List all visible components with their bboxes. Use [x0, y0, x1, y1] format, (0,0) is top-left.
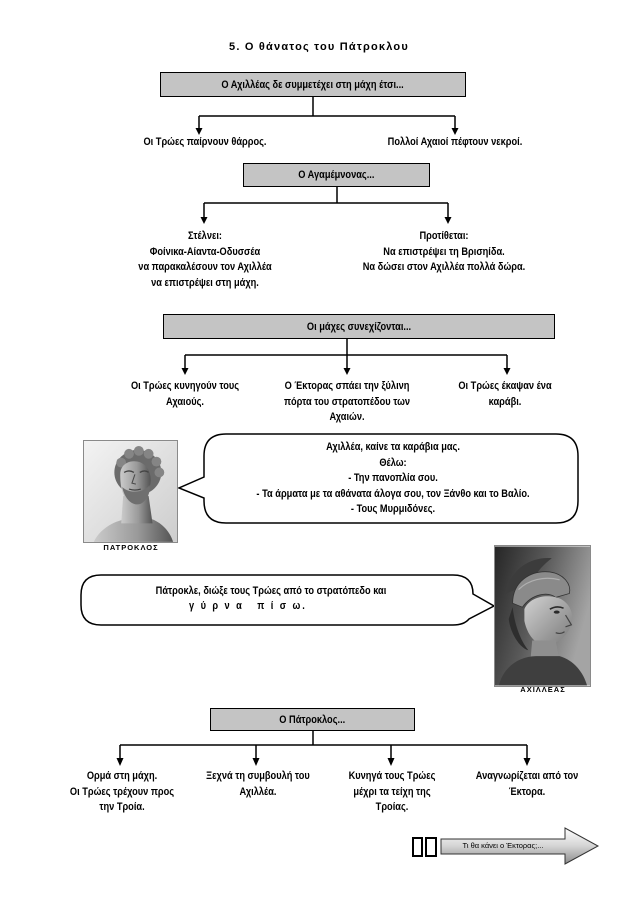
outcome-line: Κυνηγά τους Τρώες: [348, 770, 436, 782]
outcome-line: Να δώσει στον Αχιλλέα πολλά δώρα.: [362, 261, 526, 274]
speech-line: - Την πανοπλία σου.: [348, 472, 438, 485]
patroclus-bust-image: [84, 441, 177, 542]
patroclus-speech-text: Αχιλλέα, καίνε τα καράβια μας. Θέλω: - Τ…: [238, 440, 549, 518]
achilles-caption: ΑΧΙΛΛΕΑΣ: [520, 685, 566, 694]
outcome-intends: Προτίθεται: Να επιστρέψει τη Βρισηίδα. Ν…: [343, 229, 545, 276]
outcome-line: Πολλοί Αχαιοί πέφτουν νεκροί.: [387, 136, 523, 148]
achilles-painting-image: [495, 546, 590, 686]
connector-section4: [116, 731, 531, 766]
outcome-line: Αχαιούς.: [166, 395, 204, 408]
patroclus-speech-bubble: [177, 433, 579, 524]
outcome-line: Οι Τρώες τρέχουν προς: [69, 785, 175, 798]
outcome-sends-envoys: Στέλνει: Φοίνικα-Αίαντα-Οδυσσέα να παρακ…: [113, 229, 298, 291]
outcome-line: Τροίας.: [375, 801, 409, 814]
patroclus-portrait: [83, 440, 178, 543]
arrowhead: [116, 758, 124, 766]
achilles-speech-spaced-line: γ ύ ρ ν α π ί σ ω.: [189, 600, 307, 612]
arrowhead: [181, 368, 189, 375]
flow-box-label: Οι μάχες συνεχίζονται...: [306, 320, 412, 333]
flow-box-label: Ο Πάτροκλος...: [279, 713, 346, 726]
flow-box-battles-continue: Οι μάχες συνεχίζονται...: [163, 314, 555, 339]
outcome-heading: Προτίθεται:: [419, 230, 469, 242]
connector-line: [119, 731, 528, 759]
connector-line: [198, 97, 456, 129]
outcome-line: Ορμά στη μάχη.: [86, 770, 158, 782]
connector-section1: [195, 97, 459, 135]
connector-line: [184, 339, 508, 369]
speech-line: Αχιλλέα, καίνε τα καράβια μας.: [326, 441, 460, 453]
rectangle-outline: [425, 837, 437, 857]
arrowhead: [252, 758, 260, 766]
achilles-speech-text: Πάτροκλε, διώξε τους Τρώες από το στρατό…: [124, 584, 418, 600]
outcome-ship-burned: Οι Τρώες έκαψαν ένα καράβι.: [446, 379, 564, 410]
speech-line: Πάτροκλε, διώξε τους Τρώες από το στρατό…: [155, 585, 387, 597]
outcome-line: Να επιστρέψει τη Βρισηίδα.: [383, 245, 505, 258]
outcome-line: να επιστρέψει στη μάχη.: [151, 276, 259, 289]
connector-section3: [181, 339, 511, 375]
next-arrow-shape: [440, 827, 600, 865]
arrowhead: [387, 758, 395, 766]
outcome-line: Οι Τρώες κυνηγούν τους: [130, 380, 240, 392]
flow-box-achilles-absent: Ο Αχιλλέας δε συμμετέχει στη μάχη έτσι..…: [160, 72, 466, 97]
outcome-line: καράβι.: [488, 395, 522, 408]
outcome-chases-to-walls: Κυνηγά τους Τρώες μέχρι τα τείχη της Τρο…: [333, 769, 451, 816]
outcome-line: την Τροία.: [99, 801, 145, 814]
speech-line: - Τους Μυρμιδόνες.: [350, 503, 436, 516]
rectangle-outline: [412, 837, 423, 857]
arrowhead: [523, 758, 531, 766]
connector-line: [203, 187, 449, 218]
twin-rectangles-icon: [412, 837, 437, 857]
next-arrow-label: Τι θα κάνει ο Έκτορας;...: [462, 841, 544, 850]
arrowhead: [343, 368, 351, 375]
outcome-line: Φοίνικα-Αίαντα-Οδυσσέα: [149, 245, 261, 258]
outcome-line: Οι Τρώες παίρνουν θάρρος.: [143, 136, 267, 148]
arrowhead: [451, 128, 459, 135]
outcome-line: να παρακαλέσουν τον Αχιλλέα: [138, 261, 272, 274]
patroclus-caption: ΠΑΤΡΟΚΛΟΣ: [103, 543, 159, 552]
outcome-achaeans-fall: Πολλοί Αχαιοί πέφτουν νεκροί.: [371, 135, 539, 151]
achilles-portrait: [494, 545, 591, 687]
speech-line: - Τα άρματα με τα αθάνατα άλογα σου, τον…: [256, 487, 530, 500]
outcome-line: πόρτα του στρατοπέδου των: [283, 395, 411, 408]
outcome-line: Αναγνωρίζεται από τον: [475, 770, 579, 782]
outcome-heading: Στέλνει:: [188, 230, 222, 242]
outcome-line: Αχαιών.: [329, 411, 365, 424]
outcome-line: μέχρι τα τείχη της: [353, 785, 431, 798]
flow-box-label: Ο Αγαμέμνονας...: [298, 169, 375, 181]
outcome-forgets-advice: Ξεχνά τη συμβουλή του Αχιλλέα.: [199, 769, 317, 800]
outcome-recognized-by-hector: Αναγνωρίζεται από τον Έκτορα.: [468, 769, 586, 800]
outcome-trojans-chase: Οι Τρώες κυνηγούν τους Αχαιούς.: [118, 379, 252, 410]
outcome-line: Οι Τρώες έκαψαν ένα: [458, 380, 552, 392]
speech-line: Θέλω:: [379, 456, 407, 469]
outcome-line: Ο Έκτορας σπάει την ξύλινη: [284, 380, 410, 392]
outcome-charges-into-battle: Ορμά στη μάχη. Οι Τρώες τρέχουν προς την…: [63, 769, 181, 816]
worksheet-title: 5. Ο θάνατος του Πάτροκλου: [229, 41, 409, 53]
flow-box-patroclus: Ο Πάτροκλος...: [210, 708, 415, 731]
outcome-line: Αχιλλέα.: [239, 785, 277, 798]
outcome-line: Έκτορα.: [508, 785, 546, 798]
outcome-trojans-gain-courage: Οι Τρώες παίρνουν θάρρος.: [121, 135, 289, 151]
achilles-speech-bubble: [80, 574, 496, 626]
connector-section2: [200, 187, 452, 224]
arrowhead: [195, 128, 203, 135]
flow-box-agamemnon: Ο Αγαμέμνονας...: [243, 163, 430, 187]
flow-box-label: Ο Αχιλλέας δε συμμετέχει στη μάχη έτσι..…: [221, 78, 405, 91]
arrowhead: [200, 217, 208, 224]
arrowhead: [503, 368, 511, 375]
arrowhead: [444, 217, 452, 224]
outcome-line: Ξεχνά τη συμβουλή του: [206, 770, 310, 782]
outcome-hector-breaks-gate: Ο Έκτορας σπάει την ξύλινη πόρτα του στρ…: [271, 379, 422, 426]
